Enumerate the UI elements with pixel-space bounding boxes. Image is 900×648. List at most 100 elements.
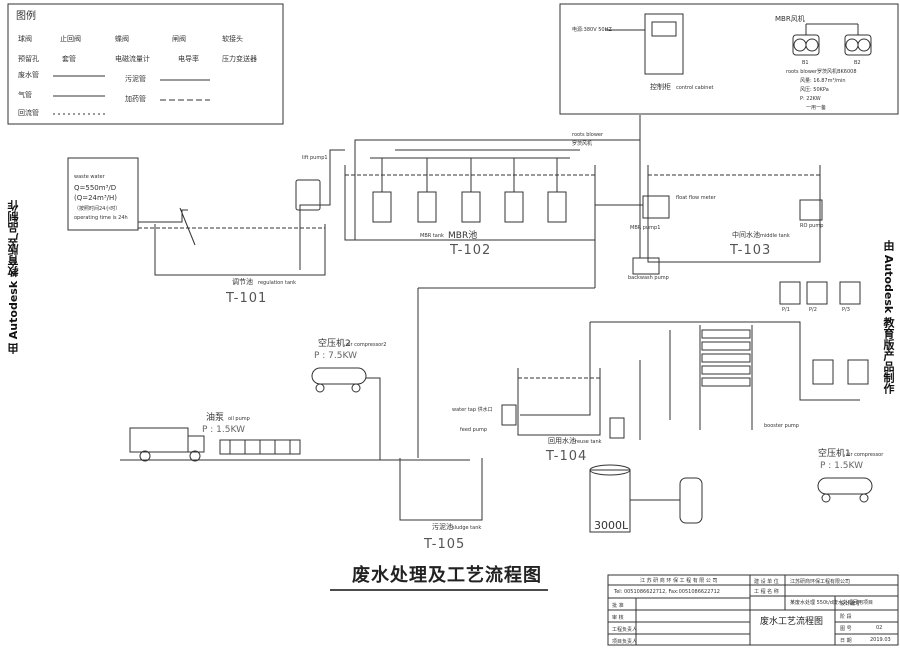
legend-ball-valve: 球阀 <box>18 35 32 43</box>
tb-client-label: 建 设 单 位 <box>754 579 779 585</box>
air-comp2-en: air compressor2 <box>346 342 387 348</box>
backwash-pump-label: backwash pump <box>628 275 669 281</box>
sludge-tank <box>399 458 483 521</box>
legend-box <box>7 3 284 125</box>
blower-b2-label: B2 <box>854 60 861 66</box>
tb-project: 某废水处理 550t/d废水处理回用项目 <box>790 600 873 606</box>
roots-blower-label: roots blower <box>572 132 604 138</box>
legend-sleeve: 套管 <box>62 55 76 63</box>
middle-tank-en: middle tank <box>760 233 790 239</box>
blower-b1 <box>792 24 820 56</box>
legend-flexible-joint: 软接头 <box>222 35 243 43</box>
tank-3000l <box>589 469 631 533</box>
blower-spec-power: P: 22KW <box>800 96 821 102</box>
mbr-tank-en: MBR tank <box>420 233 444 239</box>
legend-conductivity: 电导率 <box>178 55 199 63</box>
tanker-truck <box>129 427 205 462</box>
air-comp2-cn: 空压机2 <box>318 339 351 349</box>
air-comp1-cn: 空压机1 <box>818 449 851 459</box>
float-meter-label: float flow meter <box>676 195 716 201</box>
ro-membrane-rack <box>699 325 753 430</box>
oil-pump <box>219 439 301 455</box>
tb-drawing-no-label: 设计编号 <box>840 601 861 607</box>
control-cabinet <box>644 13 684 75</box>
legend-sludge-pipe: 污泥管 <box>125 75 146 83</box>
tb-sheet-label: 图 号 <box>840 626 852 632</box>
legend-butterfly-valve: 蝶阀 <box>115 35 129 43</box>
operating-note-cn: （按照时间24小时） <box>74 206 121 212</box>
mbr-pump-label: MBR pump1 <box>630 225 661 231</box>
air-comp2-power: P : 7.5KW <box>314 351 357 361</box>
tb-client: 江苏研商环保工程有限公司 <box>790 579 851 585</box>
waste-water-inlet-box <box>67 157 139 231</box>
sludge-tank-cn: 污泥池 <box>432 523 453 531</box>
legend-pressure-transmitter: 压力变送器 <box>222 55 257 63</box>
blower-b2 <box>844 24 872 56</box>
mbr-modules <box>372 191 567 223</box>
feed-pump-label: feed pump <box>460 427 488 433</box>
tb-phone: Tel: 0051086622712, Fax:0051086622712 <box>614 589 720 595</box>
flow-hourly: (Q=24m³/H) <box>74 194 117 202</box>
feed-pump <box>501 404 517 426</box>
legend-flowmeter: 电磁流量计 <box>115 55 150 63</box>
tb-drawing-name: 废水工艺流程图 <box>760 617 824 627</box>
tank-3000l-label: 3000L <box>594 519 629 532</box>
mbr-tank-cn: MBR池 <box>448 231 478 241</box>
sludge-tank-code: T-105 <box>424 537 466 552</box>
tb-sheet: 02 <box>876 625 883 631</box>
regulation-tank <box>154 224 326 276</box>
dosing-tanks-upper <box>779 281 861 305</box>
middle-tank-code: T-103 <box>730 243 772 258</box>
legend-dosing-pipe: 加药管 <box>125 95 146 103</box>
power-supply-label: 电源:380V 50HZ <box>572 27 612 33</box>
air-compressor-1 <box>817 477 873 503</box>
control-cabinet-en: control cabinet <box>676 85 714 91</box>
reuse-tank-code: T-104 <box>546 449 588 464</box>
ro-pump <box>799 199 823 221</box>
control-cabinet-cn: 控制柜 <box>650 83 671 91</box>
lift-pump-label: lift pump1 <box>302 155 328 161</box>
reuse-tank-en: reuse tank <box>575 439 602 445</box>
legend-waste-pipe: 废水管 <box>18 71 39 79</box>
operating-note-en: operating time is 24h <box>74 215 128 221</box>
blower-b1-label: B1 <box>802 60 809 66</box>
flow-daily: Q=550m³/D <box>74 184 117 192</box>
water-tap-label: water tap 供水口 <box>452 407 493 413</box>
mbr-tank <box>344 165 596 241</box>
watermark-left: 由 Autodesk 教育版产品制作 <box>7 200 20 355</box>
roots-blower-cn: 罗茨风机 <box>572 141 593 147</box>
dosing-p3: P/3 <box>842 307 850 313</box>
oil-pump-cn: 油泵 <box>206 413 225 423</box>
watermark-right: 由 Autodesk 教育版产品制作 <box>882 240 895 395</box>
middle-tank-cn: 中间水池 <box>732 231 760 239</box>
middle-tank <box>647 165 821 263</box>
tb-project-lead: 项目负责人 <box>612 639 638 645</box>
booster-pump <box>609 417 625 439</box>
tb-approve: 批 准 <box>612 603 624 609</box>
blower-spec-model: roots blower罗茨风机BK6008 <box>786 69 857 75</box>
tb-date-label: 日 期 <box>840 638 852 644</box>
legend-return-pipe: 回流管 <box>18 109 39 117</box>
drawing-title: 废水处理及工艺流程图 <box>352 565 542 586</box>
mbr-tank-code: T-102 <box>450 243 492 258</box>
legend-air-pipe: 气管 <box>18 91 32 99</box>
blower-note: 一用一备 <box>806 105 827 111</box>
dosing-p1: P/1 <box>782 307 790 313</box>
dosing-tanks-lower <box>812 359 869 385</box>
backwash-pump <box>632 257 660 275</box>
title-block <box>607 574 899 646</box>
tb-project-label: 工 程 名 称 <box>754 589 779 595</box>
air-header <box>354 139 640 148</box>
legend-gate-valve: 闸阀 <box>172 35 186 43</box>
air-compressor-2 <box>311 367 367 393</box>
tb-engineer: 工程负责人 <box>612 627 638 633</box>
oil-pump-power: P : 1.5KW <box>202 425 245 435</box>
tb-review: 审 核 <box>612 615 624 621</box>
legend-heading: 图例 <box>16 11 36 22</box>
blower-room <box>559 3 899 115</box>
dosing-p2: P/2 <box>809 307 817 313</box>
mbr-blower-label: MBR风机 <box>775 15 805 23</box>
legend-check-valve: 止回阀 <box>60 35 81 43</box>
filter-vessel <box>679 477 703 524</box>
